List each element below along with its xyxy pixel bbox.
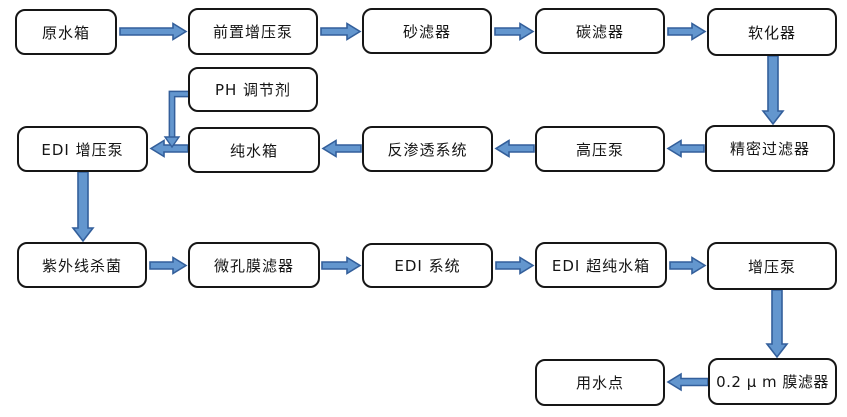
node-precision-filter: 精密过滤器 — [705, 125, 835, 172]
node-ro-system: 反渗透系统 — [362, 126, 493, 172]
node-edi-boost-pump: EDI 增压泵 — [17, 126, 148, 172]
arrow-uv-to-micropore — [149, 256, 188, 275]
node-point-of-use-label: 用水点 — [575, 374, 624, 392]
node-sand-filter: 砂滤器 — [362, 8, 492, 54]
arrow-ph-adjuster-line — [170, 92, 188, 138]
arrow-boost-pump-to-membrane — [765, 289, 789, 359]
arrow-micropore-to-edi-system — [321, 256, 362, 275]
arrow-carbon-filter-to-softener — [667, 22, 707, 41]
arrow-pre-pump-to-sand-filter — [320, 22, 362, 41]
node-uv-sterilizer-label: 紫外线杀菌 — [41, 256, 122, 275]
node-boost-pump-label: 增压泵 — [747, 257, 796, 276]
arrow-ph-adjuster-line-outline — [168, 90, 188, 138]
node-point-of-use: 用水点 — [535, 359, 665, 406]
node-pre-boost-pump: 前置增压泵 — [188, 8, 318, 55]
node-boost-pump: 增压泵 — [707, 242, 837, 290]
node-precision-filter-label: 精密过滤器 — [729, 140, 810, 158]
node-carbon-filter: 碳滤器 — [535, 8, 665, 54]
node-micropore-membrane-filter-label: 微孔膜滤器 — [213, 256, 294, 275]
node-uv-sterilizer: 紫外线杀菌 — [17, 242, 147, 288]
node-softener: 软化器 — [707, 8, 837, 56]
node-pre-boost-pump-label: 前置增压泵 — [212, 23, 293, 41]
node-edi-system: EDI 系统 — [362, 243, 493, 288]
arrow-ro-system-to-pure-tank — [321, 139, 362, 158]
arrow-edi-system-to-ultrapure-tank — [495, 256, 535, 275]
node-ph-adjuster: PH 调节剂 — [188, 67, 318, 112]
arrow-ultrapure-tank-to-boost-pump — [669, 256, 707, 275]
node-high-pressure-pump: 高压泵 — [535, 126, 665, 172]
node-membrane-filter-02um: 0.2 μ m 膜滤器 — [708, 358, 837, 405]
node-high-pressure-pump-label: 高压泵 — [575, 140, 624, 159]
arrow-sand-filter-to-carbon-filter — [494, 22, 535, 41]
node-edi-ultrapure-tank: EDI 超纯水箱 — [535, 242, 667, 288]
arrow-hp-pump-to-ro-system — [494, 139, 535, 158]
arrow-membrane-to-point-of-use — [666, 372, 709, 392]
node-raw-water-tank: 原水箱 — [15, 9, 117, 55]
node-raw-water-tank-label: 原水箱 — [41, 23, 90, 42]
node-ro-system-label: 反渗透系统 — [387, 140, 468, 159]
node-pure-water-tank: 纯水箱 — [188, 127, 320, 173]
node-membrane-filter-02um-label: 0.2 μ m 膜滤器 — [716, 373, 829, 391]
node-softener-label: 软化器 — [747, 23, 796, 42]
arrow-ph-adjuster-head — [163, 136, 181, 149]
node-carbon-filter-label: 碳滤器 — [575, 22, 624, 41]
node-edi-ultrapure-tank-label: EDI 超纯水箱 — [551, 256, 651, 275]
node-edi-boost-pump-label: EDI 增压泵 — [41, 140, 124, 159]
node-micropore-membrane-filter: 微孔膜滤器 — [188, 242, 320, 288]
arrow-precision-filter-to-hp-pump — [666, 139, 705, 158]
arrow-raw-tank-to-pre-pump — [119, 22, 188, 41]
arrow-edi-pump-to-uv — [71, 171, 95, 243]
node-ph-adjuster-label: PH 调节剂 — [214, 81, 292, 99]
node-edi-system-label: EDI 系统 — [394, 257, 461, 275]
arrow-pure-tank-to-edi-pump — [149, 139, 189, 158]
node-sand-filter-label: 砂滤器 — [402, 22, 451, 41]
arrow-softener-to-precision-filter — [761, 55, 785, 126]
node-pure-water-tank-label: 纯水箱 — [229, 141, 278, 160]
